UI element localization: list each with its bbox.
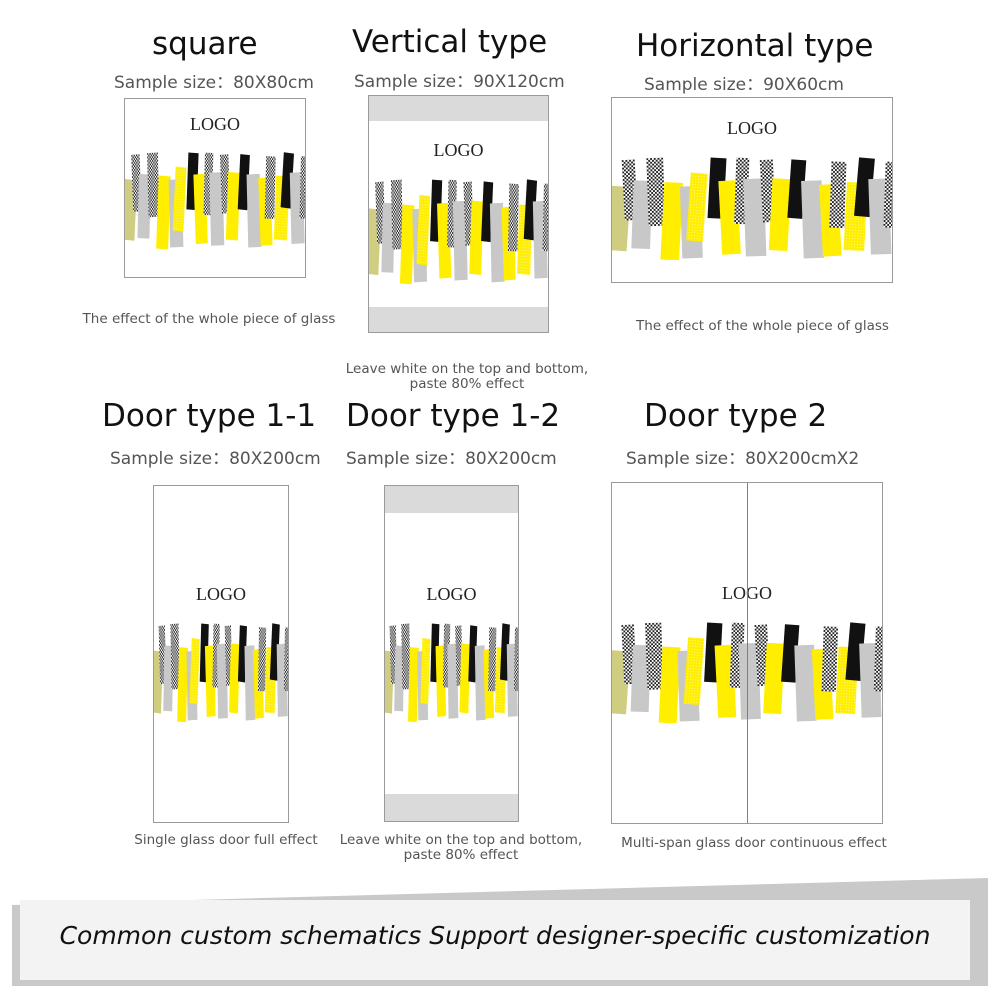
caption-door-1-2: Leave white on the top and bottom, paste… [330, 833, 592, 863]
preview-door-1-1: LOGO [153, 485, 289, 823]
sample-size-door-1-1: Sample size：80X200cm [110, 449, 321, 469]
sample-size-door-2: Sample size：80X200cmX2 [626, 449, 860, 469]
stripe-artwork [125, 152, 305, 249]
caption-line: paste 80% effect [409, 376, 525, 392]
caption-line: Leave white on the top and bottom, [339, 832, 583, 848]
bottom-white-band [369, 307, 548, 332]
sample-size-vertical: Sample size：90X120cm [354, 72, 565, 92]
preview-horizontal: LOGO [611, 97, 893, 283]
top-white-band [385, 486, 518, 513]
stripe-artwork [385, 623, 518, 722]
caption-horizontal: The effect of the whole piece of glass [630, 319, 895, 334]
caption-square: The effect of the whole piece of glass [80, 312, 338, 327]
caption-line: paste 80% effect [403, 847, 519, 863]
panel-title-door-1-1: Door type 1-1 [102, 398, 317, 434]
banner-text: Common custom schematics Support designe… [59, 921, 931, 950]
stripe-artwork [154, 623, 288, 722]
caption-line: The effect of the whole piece of glass [82, 311, 336, 327]
caption-vertical: Leave white on the top and bottom, paste… [336, 362, 598, 392]
logo-text: LOGO [426, 584, 477, 604]
caption-line: The effect of the whole piece of glass [636, 318, 889, 334]
panel-title-door-1-2: Door type 1-2 [346, 398, 561, 434]
sample-size-square: Sample size：80X80cm [114, 73, 314, 93]
stripe-artwork [369, 179, 548, 284]
sample-size-horizontal: Sample size：90X60cm [644, 75, 844, 95]
stripe-artwork [612, 157, 892, 260]
logo-text: LOGO [190, 114, 240, 134]
caption-line: Single glass door full effect [134, 832, 318, 848]
bottom-white-band [385, 794, 518, 821]
logo-text: LOGO [196, 584, 246, 604]
preview-square: LOGO [124, 98, 306, 278]
panel-title-door-2: Door type 2 [644, 398, 828, 434]
top-white-band [369, 96, 548, 121]
door-divider-line [747, 483, 748, 823]
panel-title-horizontal: Horizontal type [636, 28, 874, 64]
logo-text: LOGO [727, 118, 777, 138]
preview-vertical: LOGO [368, 95, 549, 333]
caption-line: Multi-span glass door continuous effect [621, 835, 887, 851]
panel-title-square: square [152, 26, 258, 62]
caption-door-1-1: Single glass door full effect [120, 833, 332, 848]
logo-text: LOGO [433, 140, 484, 160]
panel-title-vertical: Vertical type [352, 24, 548, 60]
bottom-banner: Common custom schematics Support designe… [20, 900, 970, 980]
caption-door-2: Multi-span glass door continuous effect [612, 836, 896, 851]
caption-line: Leave white on the top and bottom, [345, 361, 589, 377]
preview-door-1-2: LOGO [384, 485, 519, 822]
preview-door-2: LOGO [611, 482, 883, 824]
sample-size-door-1-2: Sample size：80X200cm [346, 449, 557, 469]
